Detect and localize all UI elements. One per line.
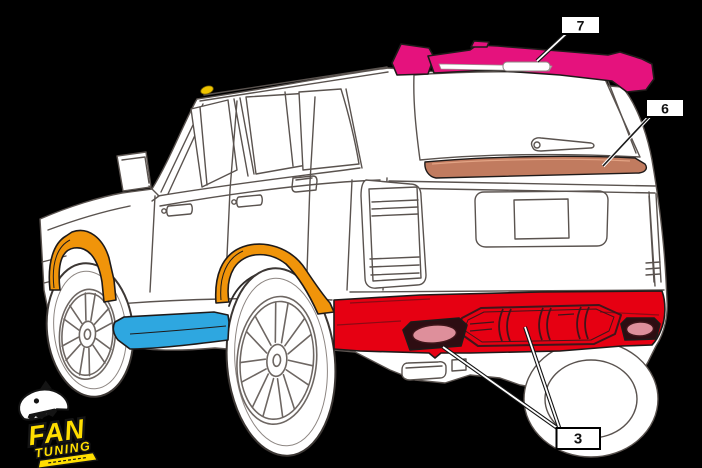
front-vent-divider xyxy=(199,106,208,186)
shoulder-crease xyxy=(159,179,381,207)
callout-3-leader-b xyxy=(524,326,561,431)
front-wheel-spokes xyxy=(60,292,115,377)
front-door-window xyxy=(190,99,238,188)
front-door-handle xyxy=(166,203,193,217)
diffuser-fin xyxy=(498,308,512,342)
rear-corner-line xyxy=(346,179,353,291)
callout-6-box xyxy=(645,98,685,118)
rear-window-trim-part xyxy=(424,155,648,179)
callout-6-leader xyxy=(602,116,650,167)
license-recess xyxy=(474,190,609,248)
logo-ribbon-text-marks xyxy=(48,457,86,464)
d-pillar xyxy=(345,88,363,169)
callout-3-box xyxy=(555,427,601,450)
front-door-front-cut xyxy=(149,195,156,293)
front-fender-flare-part xyxy=(48,229,117,303)
beltline xyxy=(157,167,361,197)
tail-light-inner xyxy=(368,186,422,282)
callout-7-leader xyxy=(536,33,567,62)
spoiler-fin xyxy=(391,43,435,76)
callout-3-leader-a xyxy=(442,346,561,431)
tail-light-slats-bottom xyxy=(369,256,420,276)
front-door-keyhole xyxy=(161,208,167,214)
exhaust-tip-left-opening xyxy=(411,324,458,344)
mirror-stalk xyxy=(148,185,160,202)
exhaust-tip-right-opening xyxy=(625,321,655,337)
logo-ribbon xyxy=(36,451,99,468)
shark-icon xyxy=(18,380,70,421)
roof-spoiler-part xyxy=(391,40,655,93)
bumper-creases xyxy=(336,298,660,326)
rear-fender-flare-part xyxy=(214,243,335,315)
roof-rail xyxy=(203,66,388,96)
spoiler-tab xyxy=(470,40,490,48)
hood-crease xyxy=(47,205,131,231)
rear-door-divider xyxy=(284,91,294,167)
rear-window xyxy=(413,71,641,161)
callout-6: 6 xyxy=(601,98,685,168)
muffler xyxy=(401,361,447,381)
rear-wheel xyxy=(225,267,337,457)
callout-6-label: 6 xyxy=(661,101,669,117)
mirror-inner-line xyxy=(121,156,150,184)
rear-window-inner-edge xyxy=(607,80,637,154)
diffuser-fin xyxy=(538,307,552,341)
callout-3-label: 3 xyxy=(574,431,582,448)
bumper-top-line xyxy=(349,289,665,293)
diffuser-fin xyxy=(576,306,590,340)
fuel-door xyxy=(291,175,318,193)
rear-door-handle xyxy=(236,194,263,208)
rear-door-keyhole xyxy=(231,199,237,205)
side-skirt-part xyxy=(112,311,230,350)
rear-bumper-part xyxy=(333,290,666,359)
roof-accent-part xyxy=(200,85,214,95)
right-reflector-slats xyxy=(645,261,661,276)
rear-wiper xyxy=(530,137,595,152)
callout-3: 3 xyxy=(441,326,601,450)
rear-door-cut xyxy=(305,96,316,303)
roofline xyxy=(199,71,389,102)
rear-wheel-spokes xyxy=(236,299,319,420)
rear-wiper-hub xyxy=(533,141,541,149)
callout-7: 7 xyxy=(535,15,601,63)
high-mount-stop-lamp xyxy=(502,61,551,72)
fan-tuning-logo: FAN TUNING xyxy=(18,380,99,468)
tail-light-slats-top xyxy=(371,199,419,217)
side-mirror xyxy=(116,151,152,192)
callout-7-box xyxy=(560,15,601,35)
callout-7-label: 7 xyxy=(577,18,585,34)
license-plate xyxy=(513,198,570,240)
